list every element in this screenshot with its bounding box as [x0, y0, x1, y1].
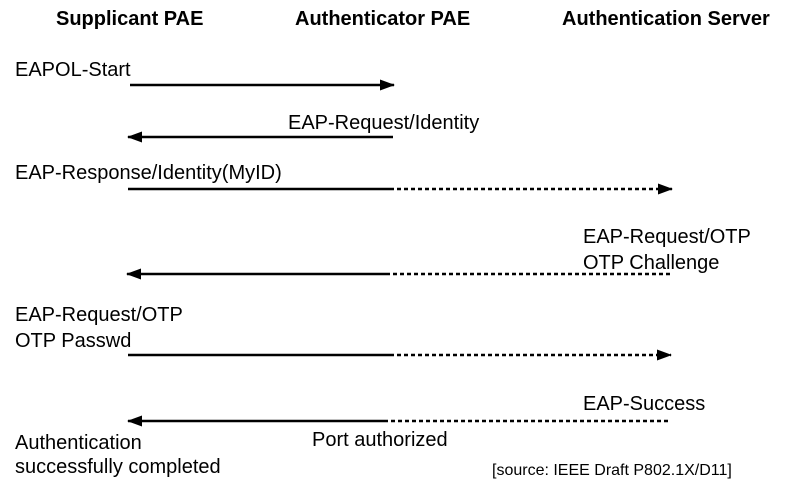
- message-label-eap-otp-passwd: EAP-Request/OTP OTP Passwd: [15, 302, 183, 354]
- message-label-eap-response-identity: EAP-Response/Identity(MyID): [15, 162, 282, 184]
- message-label-eap-otp-passwd-line2: OTP Passwd: [15, 330, 132, 352]
- annotation-authentication-completed-line2: successfully completed: [15, 456, 221, 478]
- annotation-port-authorized: Port authorized: [312, 429, 448, 451]
- annotation-source-citation: [source: IEEE Draft P802.1X/D11]: [492, 462, 732, 479]
- annotation-authentication-completed: Authentication successfully completed: [15, 431, 221, 479]
- message-label-eap-request-otp-challenge-line1: EAP-Request/OTP: [583, 226, 751, 248]
- column-header-authentication-server: Authentication Server: [562, 8, 770, 30]
- message-label-eap-otp-passwd-line1: EAP-Request/OTP: [15, 304, 183, 326]
- message-label-eapol-start: EAPOL-Start: [15, 59, 131, 81]
- message-label-eap-request-otp-challenge-line2: OTP Challenge: [583, 252, 720, 274]
- annotation-authentication-completed-line1: Authentication: [15, 432, 142, 454]
- column-header-supplicant-pae: Supplicant PAE: [56, 8, 204, 30]
- message-label-eap-success: EAP-Success: [583, 393, 706, 415]
- column-header-authenticator-pae: Authenticator PAE: [295, 8, 471, 30]
- message-label-eap-request-identity: EAP-Request/Identity: [288, 112, 480, 134]
- message-label-eap-request-otp-challenge: EAP-Request/OTP OTP Challenge: [583, 224, 751, 276]
